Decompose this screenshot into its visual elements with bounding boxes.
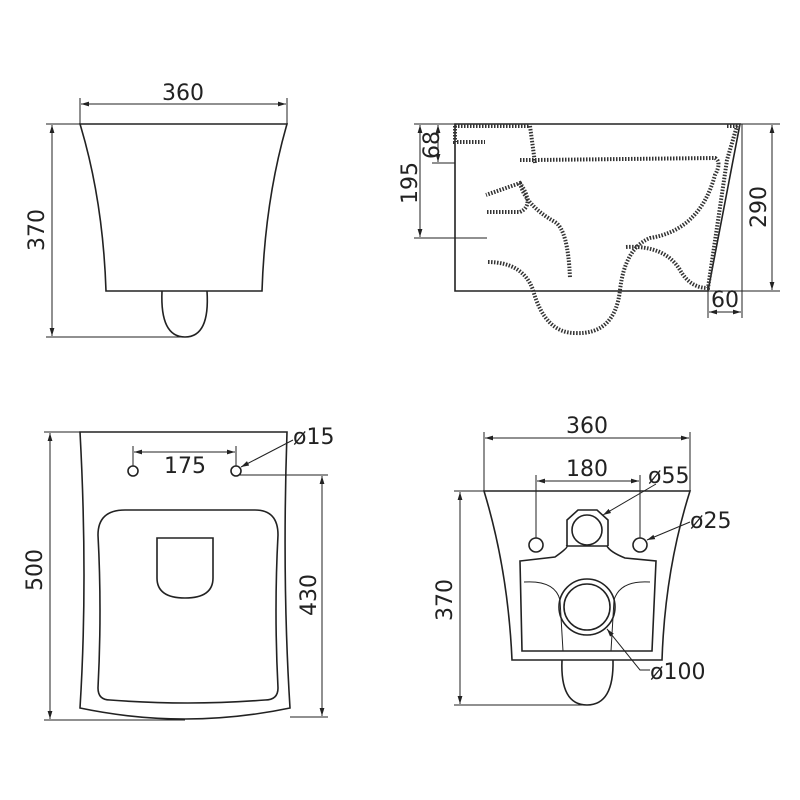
front-view: 360 370 xyxy=(25,81,289,338)
front-height-label: 370 xyxy=(25,209,50,251)
top-seat-length-label: 430 xyxy=(297,574,322,616)
side-rear-wall xyxy=(625,125,739,291)
leader-line xyxy=(606,628,650,671)
leader-line xyxy=(602,483,657,516)
rear-siphon xyxy=(561,659,614,706)
rear-bolt-diameter-label: ø25 xyxy=(690,509,731,534)
inlet-housing xyxy=(566,509,609,546)
rear-inlet-diameter-label: ø55 xyxy=(648,464,689,489)
rear-cavity-curves xyxy=(523,581,651,652)
outlet-hole xyxy=(563,583,611,631)
top-view: 175 ø15 500 430 xyxy=(23,425,334,721)
bolt-hole-right xyxy=(632,537,648,553)
rear-width-label: 360 xyxy=(566,414,608,439)
inlet-hole xyxy=(571,514,603,546)
top-bolt-diameter-label: ø15 xyxy=(293,425,334,450)
side-outline xyxy=(454,123,741,292)
front-width-label: 360 xyxy=(162,81,204,106)
side-rear-offset-label: 60 xyxy=(711,288,739,313)
front-siphon xyxy=(161,290,209,338)
leader-line xyxy=(646,521,691,541)
bolt-hole-right xyxy=(230,465,242,477)
side-rim xyxy=(486,125,721,336)
bolt-hole-left xyxy=(528,537,544,553)
leader-line xyxy=(240,439,294,468)
front-bowl-outline xyxy=(78,123,289,292)
top-bolt-spacing-label: 175 xyxy=(164,454,206,479)
rear-height-label: 370 xyxy=(433,579,458,621)
bowl-opening xyxy=(156,537,214,599)
side-outlet-label: 195 xyxy=(398,162,423,204)
seat-outline xyxy=(97,509,279,704)
rear-outline xyxy=(482,490,692,661)
side-total-height-label: 290 xyxy=(747,186,772,228)
rear-bolt-spacing-label: 180 xyxy=(566,457,608,482)
side-trap xyxy=(485,180,572,279)
rear-outlet-diameter-label: ø100 xyxy=(650,660,705,685)
top-outline xyxy=(79,431,291,720)
side-top-wall xyxy=(453,124,740,144)
bolt-hole-left xyxy=(127,465,139,477)
outlet-outer xyxy=(558,578,616,636)
rear-view: 360 180 ø55 ø25 ø100 370 xyxy=(433,414,731,706)
top-length-label: 500 xyxy=(23,549,48,591)
rear-cavity xyxy=(519,545,657,652)
side-inlet-label: 68 xyxy=(420,131,445,159)
side-view: 68 195 290 60 xyxy=(398,123,780,336)
